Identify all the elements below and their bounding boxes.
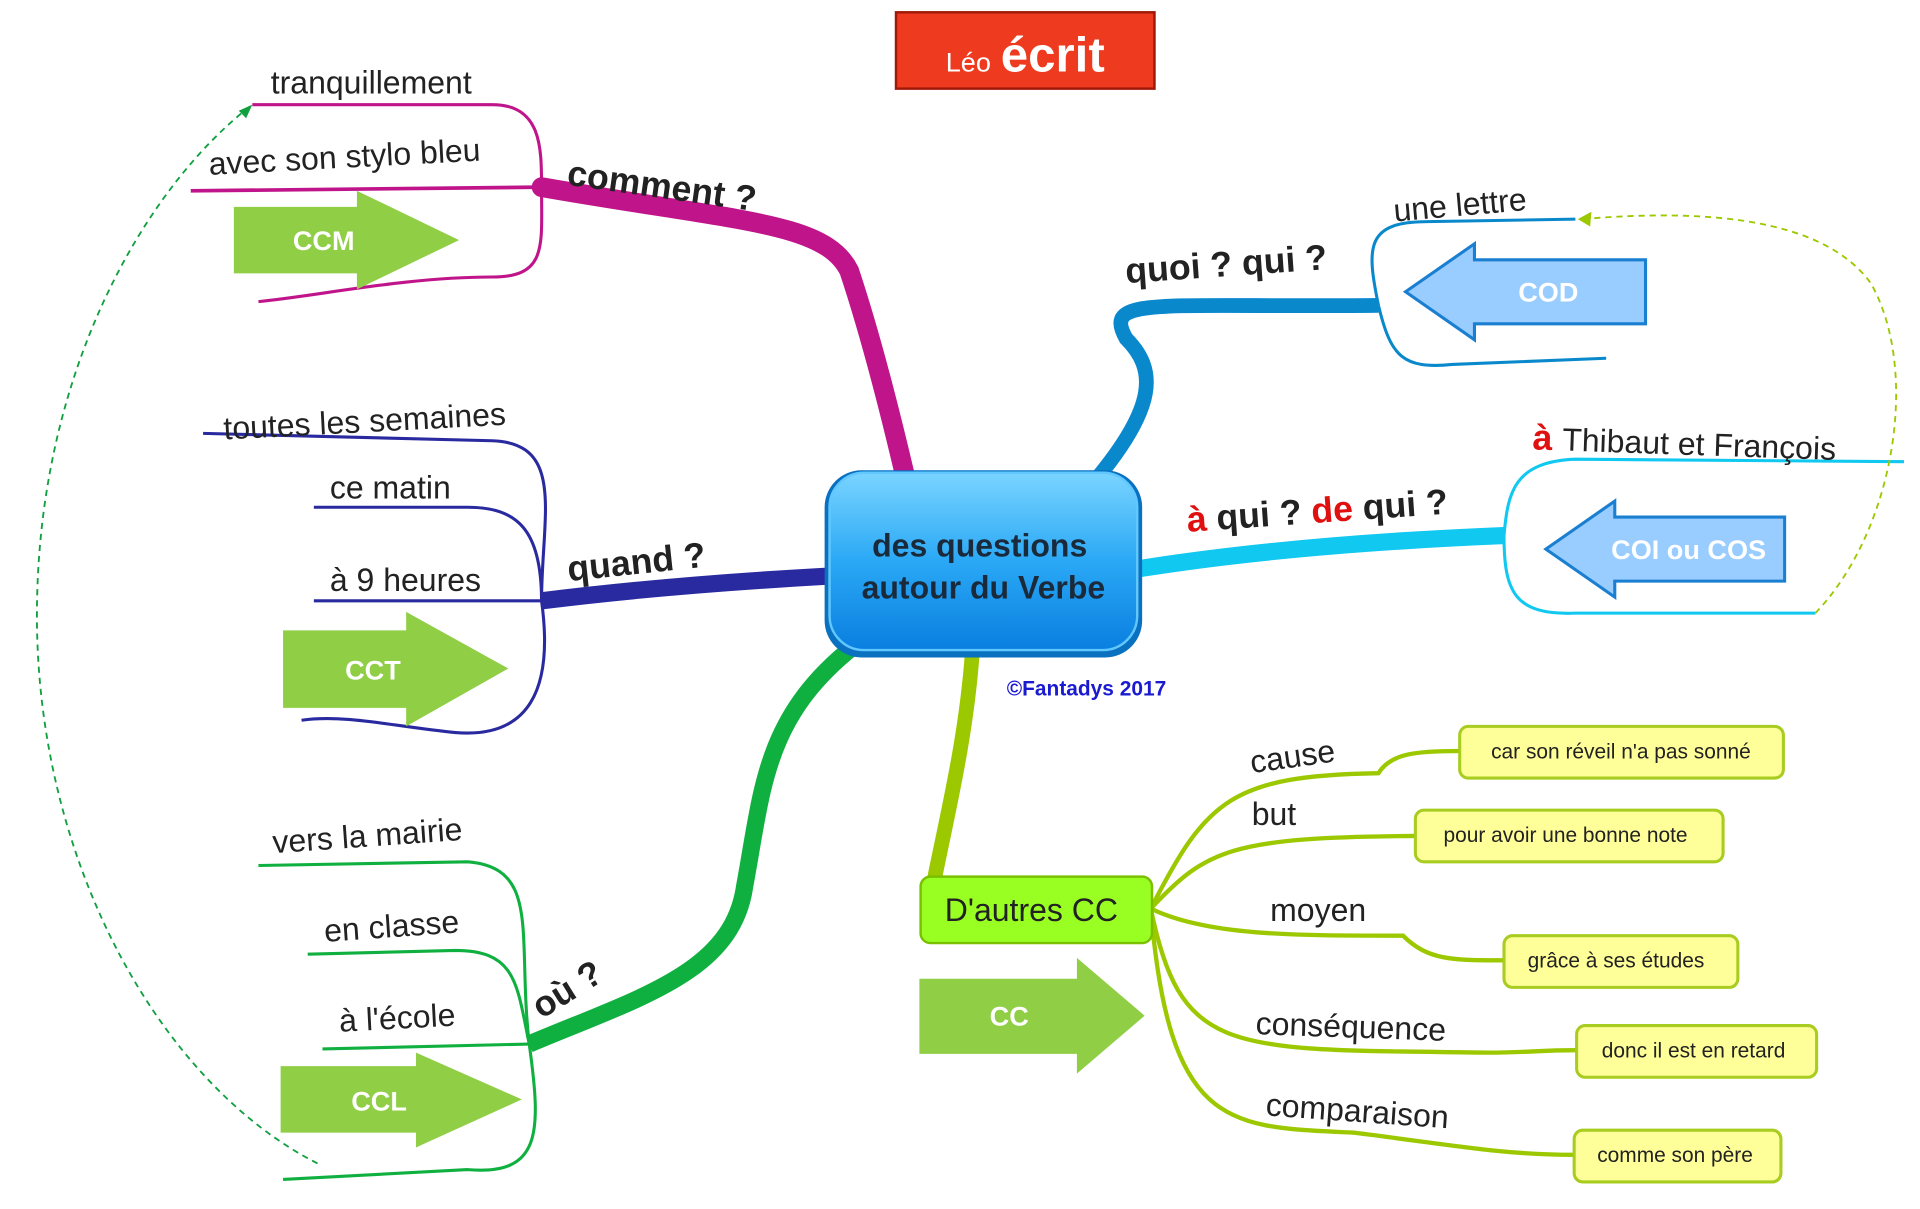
autres-cc-node: D'autres CC — [919, 875, 1154, 945]
svg-text:D'autres CC: D'autres CC — [945, 892, 1118, 928]
svg-text:CCT: CCT — [345, 655, 401, 686]
dashed-connector-left — [35, 103, 318, 1165]
svg-text:CCL: CCL — [351, 1086, 407, 1117]
item-classe: en classe — [323, 903, 460, 948]
branch-quoi: quoi ?qui ? une lettre COD — [1089, 181, 1648, 485]
center-line1: des questions — [872, 527, 1087, 563]
center-node: des questions autour du Verbe — [824, 470, 1143, 658]
cc-arrow: CC — [919, 957, 1145, 1074]
arrowhead-icon — [1577, 211, 1592, 227]
kind-cause: cause — [1248, 733, 1338, 781]
kind-but: but — [1252, 796, 1297, 832]
title-box: Léo écrit — [894, 11, 1156, 90]
item-matin: ce matin — [330, 470, 451, 506]
kind-moyen: moyen — [1270, 892, 1366, 928]
item-ecole: à l'école — [338, 997, 456, 1039]
example-but: pour avoir une bonne note — [1413, 808, 1725, 864]
svg-text:pour avoir une bonne note: pour avoir une bonne note — [1444, 824, 1688, 847]
svg-text:donc il est en retard: donc il est en retard — [1602, 1040, 1786, 1063]
example-moyen: grâce à ses études — [1502, 934, 1740, 989]
arrowhead-icon — [238, 104, 253, 119]
ccl-arrow: CCL — [280, 1052, 522, 1148]
svg-text:car son réveil n'a pas sonné: car son réveil n'a pas sonné — [1491, 740, 1751, 763]
center-line2: autour du Verbe — [862, 569, 1106, 605]
svg-text:CC: CC — [990, 1001, 1029, 1032]
dashed-connector-right — [1581, 214, 1898, 614]
question-quoi: quoi ?qui ? — [1124, 237, 1328, 291]
title-verb: écrit — [1001, 27, 1105, 82]
svg-text:comme son père: comme son père — [1597, 1144, 1753, 1167]
branch-ou: où ? vers la mairie en classe à l'école … — [258, 633, 867, 1181]
branch-comment: comment ? tranquillement avec son stylo … — [190, 65, 915, 484]
branch-quand: quand ? toutes les semaines ce matin à 9… — [203, 396, 828, 735]
item-stylo: avec son stylo bleu — [208, 132, 482, 182]
example-cause: car son réveil n'a pas sonné — [1458, 724, 1785, 780]
coi-cos-arrow: COI ou COS — [1543, 498, 1787, 601]
example-consequence: donc il est en retard — [1575, 1024, 1819, 1079]
item-mairie: vers la mairie — [271, 811, 463, 860]
svg-text:grâce à ses études: grâce à ses études — [1528, 950, 1705, 973]
item-tranquillement: tranquillement — [271, 65, 472, 101]
kind-consequence: conséquence — [1255, 1005, 1446, 1048]
branch-autres: D'autres CC cause but moyen conséquence … — [919, 651, 1819, 1184]
svg-text:COI ou COS: COI ou COS — [1611, 534, 1766, 565]
svg-text:COD: COD — [1518, 277, 1578, 308]
cod-arrow: COD — [1402, 240, 1648, 343]
ccm-arrow: CCM — [233, 190, 460, 290]
copyright: ©Fantadys 2017 — [1007, 678, 1166, 701]
title-subject: Léo — [946, 46, 991, 77]
svg-text:CCM: CCM — [293, 225, 355, 256]
example-comparaison: comme son père — [1572, 1128, 1783, 1184]
item-9-heures: à 9 heures — [330, 562, 481, 598]
cct-arrow: CCT — [283, 611, 509, 727]
